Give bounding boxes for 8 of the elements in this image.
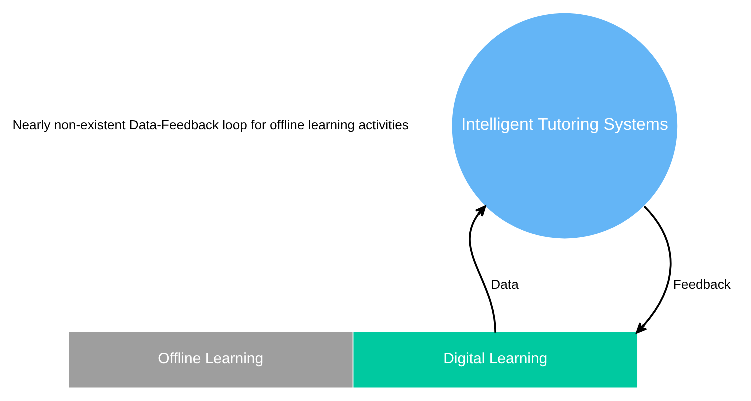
node-box: Digital Learning xyxy=(354,332,638,388)
node-circle: Intelligent Tutoring Systems xyxy=(452,13,678,239)
arrow xyxy=(469,206,497,333)
edge-label: Feedback xyxy=(673,277,731,292)
label: Nearly non-existent Data-Feedback loop for offline learning activities xyxy=(12,118,409,133)
edge-label: Data xyxy=(491,277,519,292)
node-box: Offline Learning xyxy=(69,332,353,388)
arrow xyxy=(636,206,672,334)
